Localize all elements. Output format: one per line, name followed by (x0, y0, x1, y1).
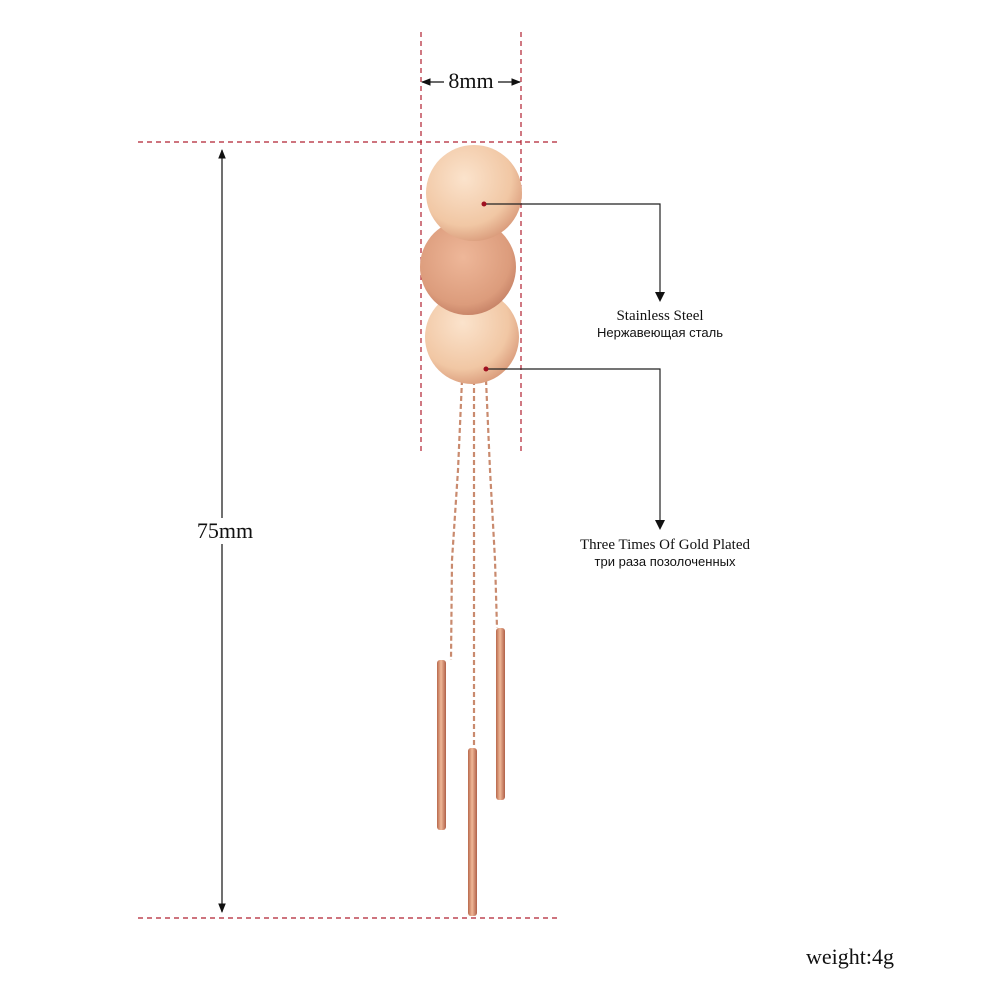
marker-dot-plating (483, 366, 489, 372)
discs (420, 145, 522, 384)
callout-arrow-material (655, 292, 665, 302)
chains (449, 379, 499, 748)
chain-right (484, 379, 499, 629)
width-dimension-label: 8mm (448, 68, 494, 93)
chain-left (449, 379, 464, 661)
plating-label-ru: три раза позолоченных (594, 554, 736, 569)
material-label-ru: Нержавеющая сталь (597, 325, 723, 340)
bar-pendants (437, 628, 505, 916)
weight-label: weight:4g (806, 944, 894, 969)
dimension-guides (138, 32, 560, 919)
disc-bottom (425, 290, 519, 384)
callout-arrow-plating (655, 520, 665, 530)
callout-line-plating (486, 368, 661, 526)
material-label-en: Stainless Steel (616, 308, 704, 324)
callout-lines (484, 203, 661, 526)
bar-middle (468, 748, 477, 916)
bar-left (437, 660, 446, 830)
marker-dot-material (481, 201, 487, 207)
plating-label-en: Three Times Of Gold Plated (580, 537, 750, 553)
bar-right (496, 628, 505, 800)
callout-line-material (484, 203, 661, 298)
length-dimension-label: 75mm (190, 518, 260, 544)
disc-middle (420, 219, 516, 315)
disc-top (426, 145, 522, 241)
